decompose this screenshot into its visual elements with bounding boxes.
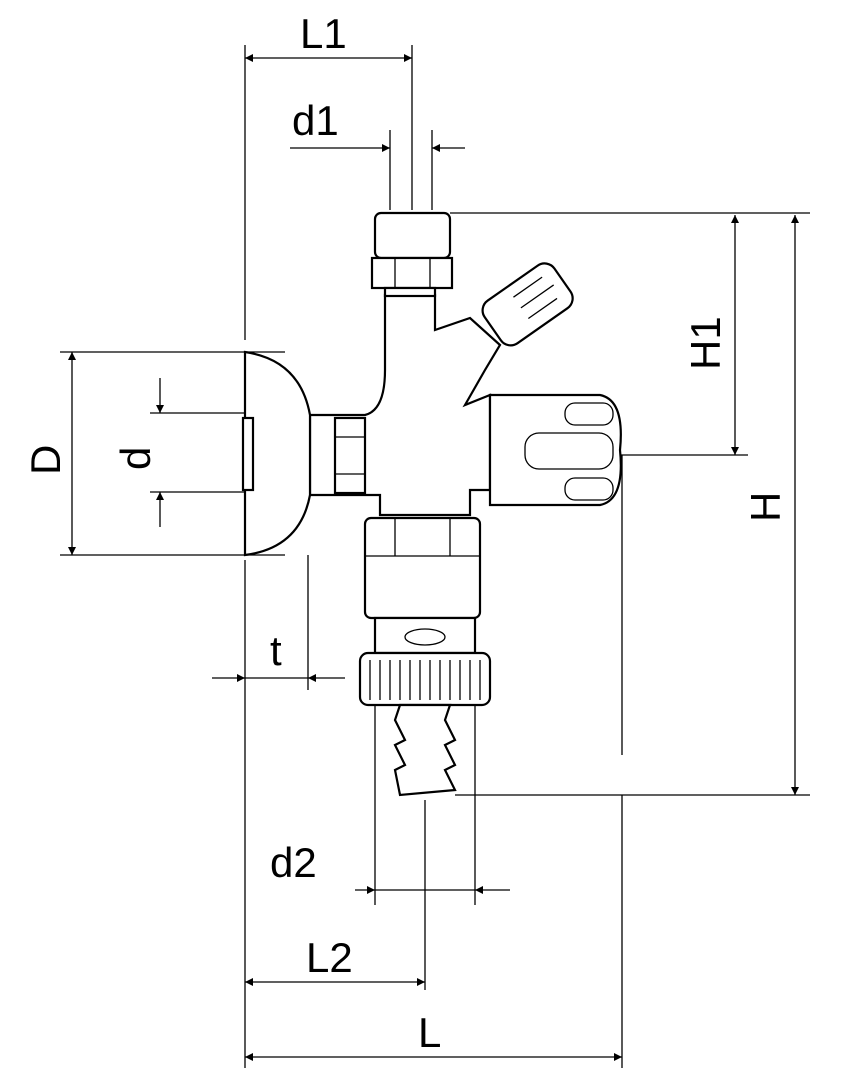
label-L2: L2 bbox=[306, 934, 353, 981]
label-L1: L1 bbox=[300, 10, 347, 57]
label-L: L bbox=[418, 1009, 441, 1056]
dimension-arrows bbox=[68, 54, 799, 1061]
valve-body bbox=[241, 211, 622, 797]
label-H1: H1 bbox=[682, 316, 729, 370]
label-D: D bbox=[22, 445, 69, 475]
label-H: H bbox=[742, 492, 789, 522]
label-d1: d1 bbox=[292, 97, 339, 144]
label-t: t bbox=[270, 627, 282, 674]
label-d: d bbox=[112, 447, 159, 470]
extension-lines bbox=[60, 45, 810, 1068]
label-d2: d2 bbox=[270, 839, 317, 886]
